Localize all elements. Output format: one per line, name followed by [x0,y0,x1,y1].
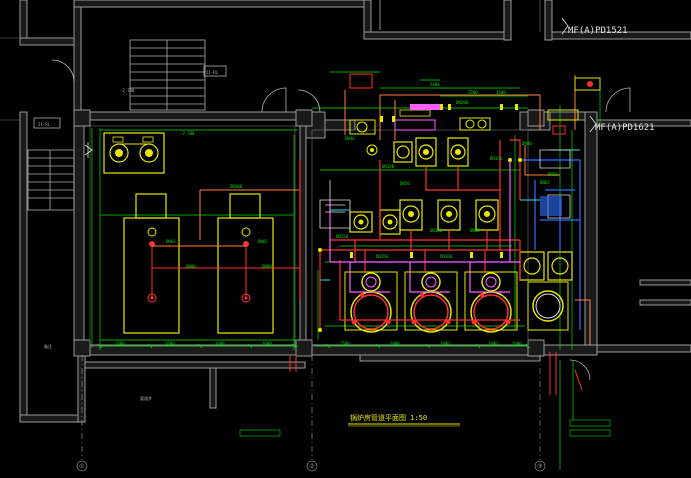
dim-3: 1600 [215,341,225,346]
dim-1: 1500 [115,341,125,346]
symbol-left [84,142,93,158]
axis-2: ② [309,463,314,470]
pump-centers [358,149,490,225]
svg-text:DN65: DN65 [166,239,176,244]
risers [289,352,583,395]
grid-axes [76,355,546,472]
svg-text:DN150: DN150 [382,164,395,169]
svg-text:DN100: DN100 [430,228,443,233]
level-tank: -2.700 [180,131,195,136]
walls [19,0,691,423]
main-pipe-labels: DN150 DN50 DN100 DN80 DN150 DN100 DN150 … [336,100,558,259]
axis-labels: ① ② ③ [79,463,542,470]
valves [318,104,522,332]
svg-text:DN50: DN50 [548,172,558,177]
svg-text:DN150: DN150 [336,234,349,239]
tag-top-right: MF(A)PD1521 [568,26,628,36]
svg-text:DN150: DN150 [376,254,389,259]
svg-text:DN80: DN80 [522,141,532,146]
dim-10: 2700 [468,90,478,95]
misc-labels: 备注 管道井 [44,343,152,401]
tank-pipe-labels: DN65 DN65 DN100 DN80 DN80 [166,184,272,269]
svg-text:DN80: DN80 [262,264,272,269]
dimension-lines [91,71,601,470]
axis-3: ③ [537,463,542,470]
svg-text:DN100: DN100 [440,254,453,259]
label-left-wall: 21-RL [38,122,51,127]
header-manifold [349,73,601,216]
svg-text:DN65: DN65 [540,180,550,185]
dim-12: 1500 [496,90,506,95]
dim-7: 1800 [440,341,450,346]
dimension-labels: 1500 1600 1600 1600 1500 1800 1800 1800 … [115,82,522,346]
svg-text:DN100: DN100 [230,184,243,189]
dim-9: 1600 [512,341,522,346]
dimension-ticks [97,343,531,349]
softener-tank [103,132,165,174]
svg-text:DN80: DN80 [470,228,480,233]
note-bottom-left: 备注 [44,343,52,349]
stair-top [129,39,227,111]
note-bottom-room: 管道井 [140,395,152,401]
tank-piping [151,189,300,298]
dim-11: 2400 [430,82,440,87]
svg-text:DN200: DN200 [456,100,469,105]
tag-mid-right: MF(A)PD1621 [595,123,655,133]
riser-labels [239,419,611,437]
hot-water-pipes [299,139,521,330]
svg-text:DN40: DN40 [345,136,355,141]
tags: MF(A)PD1521 MF(A)PD1621 [561,17,655,133]
tank-valves [147,227,251,303]
boiler-outlets [351,293,511,325]
water-tanks [123,193,274,334]
axis-1: ① [79,463,84,470]
dim-5: 1500 [340,341,350,346]
drawing-title: 锅炉房管道平面图 1:50 [350,413,427,422]
cold-water-pipes [520,159,581,330]
dim-4: 1600 [262,341,272,346]
boilers [344,271,569,333]
svg-text:DN150: DN150 [490,156,503,161]
label-stair-box: 21-RL [206,70,219,75]
level-stair: -2.700 [120,88,135,93]
doors [51,0,631,381]
svg-text:DN50: DN50 [400,181,410,186]
svg-text:DN65: DN65 [258,239,268,244]
dim-6: 1800 [390,341,400,346]
svg-text:DN80: DN80 [186,264,196,269]
dim-8: 1800 [488,341,498,346]
dim-2: 1600 [165,341,175,346]
stair-left [27,117,75,211]
